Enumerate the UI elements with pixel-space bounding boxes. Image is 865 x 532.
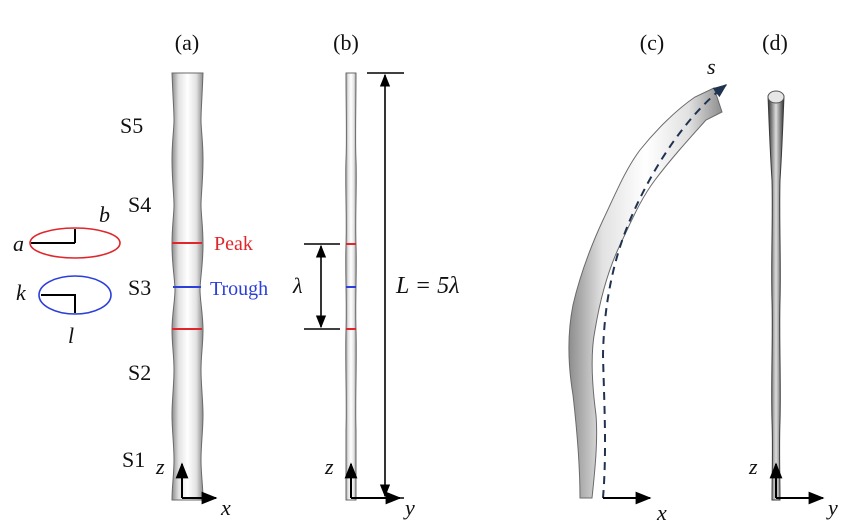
panel-label-b: (b) xyxy=(333,30,359,55)
peak-minor-label: b xyxy=(99,202,110,227)
trough-label: Trough xyxy=(210,278,268,300)
rod-c xyxy=(568,87,723,499)
axes-c: x xyxy=(603,491,667,525)
arc-length-label: s xyxy=(707,54,716,79)
peak-label: Peak xyxy=(214,233,253,255)
trough-minor-label: l xyxy=(68,323,74,348)
panel-label-c: (c) xyxy=(640,30,664,55)
axis-label-c-x: x xyxy=(656,500,667,525)
trough-major-label: k xyxy=(16,280,27,305)
trough-cross-section: k l xyxy=(16,275,112,348)
peak-cross-section: a b xyxy=(13,202,121,259)
axes-d: z y xyxy=(748,454,838,520)
axis-label-b-y: y xyxy=(403,495,415,520)
axis-label-d-z: z xyxy=(748,454,758,479)
rod-d-tip xyxy=(767,90,785,104)
segment-label-s4: S4 xyxy=(128,192,151,217)
arc-length-path xyxy=(601,84,728,499)
panel-label-a: (a) xyxy=(175,30,199,55)
axis-label-b-z: z xyxy=(324,454,334,479)
trough-ellipse xyxy=(38,275,112,315)
axes-a: z x xyxy=(155,454,231,520)
wavelength-label: λ xyxy=(292,273,303,298)
length-dimension: L = 5λ xyxy=(367,72,460,499)
peak-ellipse xyxy=(29,227,121,259)
rod-d xyxy=(767,95,785,501)
panel-label-d: (d) xyxy=(762,30,788,55)
segment-label-s5: S5 xyxy=(120,113,143,138)
axis-label-a-x: x xyxy=(220,495,231,520)
axis-label-d-y: y xyxy=(826,495,838,520)
length-label: L = 5λ xyxy=(395,273,460,299)
peak-major-label: a xyxy=(13,231,24,256)
wavelength-dimension: λ xyxy=(292,243,340,330)
trough-semi-axes xyxy=(41,294,76,313)
segment-label-s2: S2 xyxy=(128,360,151,385)
axis-label-a-z: z xyxy=(155,454,165,479)
segment-label-s3: S3 xyxy=(128,275,151,300)
peak-semi-axes xyxy=(31,229,76,244)
segment-label-s1: S1 xyxy=(122,447,145,472)
axes-b: z y xyxy=(324,454,415,520)
